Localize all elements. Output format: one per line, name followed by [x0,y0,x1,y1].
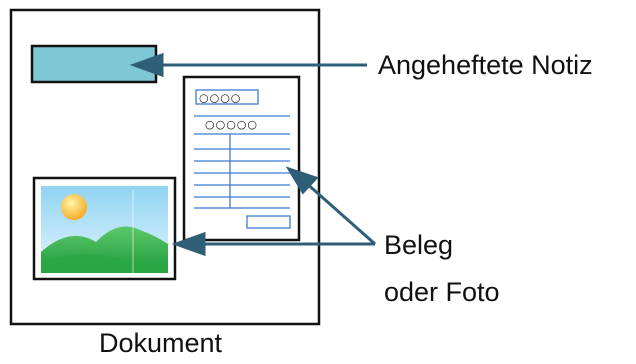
receipt-total-box [246,215,291,229]
arrowhead-photo [171,231,206,257]
label-receipt: Beleg [384,230,454,260]
receipt-header-marks: ○○○○ [199,92,241,105]
receipt-header-box [195,89,259,105]
label-or-photo: oder Foto [384,277,500,307]
foreground-hill [41,253,168,273]
receipt-ruled-lines [194,115,290,209]
receipt: ○○○○ ○○○○○ [182,75,301,242]
label-document: Dokument [99,328,223,358]
arrowhead-receipt [285,166,319,195]
sun-icon [61,194,87,220]
label-sticky-note: Angeheftete Notiz [378,50,593,80]
photo [32,176,177,281]
arrowhead-note [129,52,164,78]
arrow-to-receipt [304,180,376,246]
receipt-subheader-marks: ○○○○○ [205,118,258,131]
